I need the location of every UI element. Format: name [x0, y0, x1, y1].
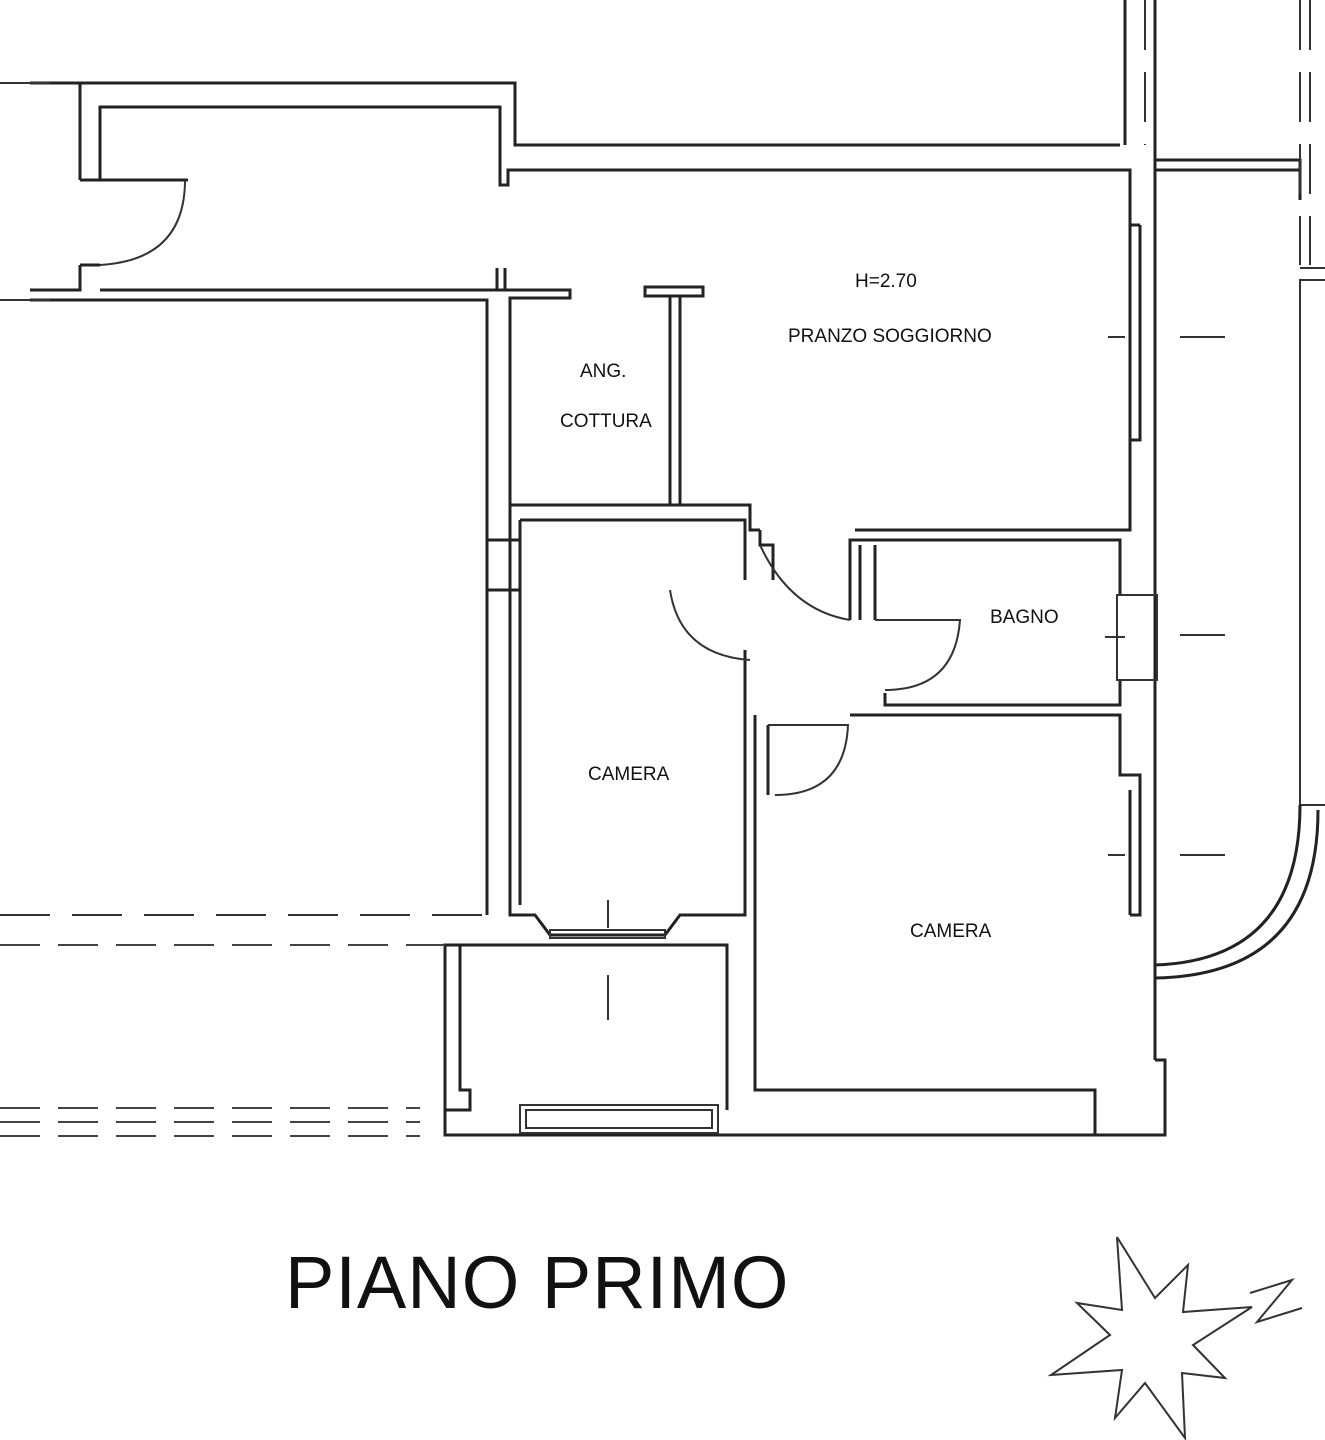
room-label-kitchen-2: COTTURA: [560, 411, 652, 432]
walls: [0, 0, 1325, 1137]
room-label-bath: BAGNO: [990, 607, 1059, 628]
room-label-kitchen-1: ANG.: [580, 361, 626, 382]
ceiling-height-label: H=2.70: [855, 271, 917, 292]
room-label-bedroom-right: CAMERA: [910, 921, 992, 942]
compass-star-icon: [1047, 1236, 1303, 1440]
room-label-bedroom-left: CAMERA: [588, 764, 670, 785]
floor-title: PIANO PRIMO: [285, 1241, 790, 1324]
room-label-living: PRANZO SOGGIORNO: [788, 326, 992, 347]
door-swings: [99, 179, 962, 796]
